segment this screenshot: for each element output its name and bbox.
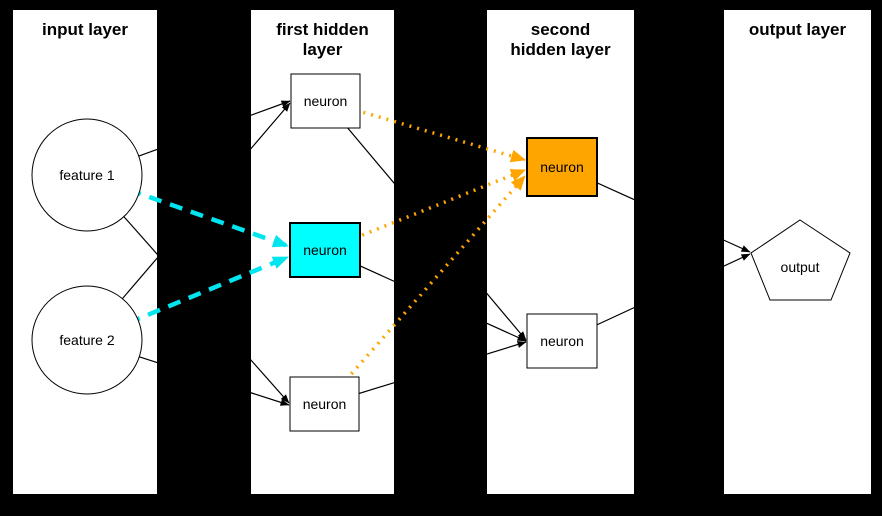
node-label-hidden2-bottom: neuron: [540, 333, 584, 349]
node-label-feature-1: feature 1: [59, 167, 114, 183]
node-hidden2-top: [526, 137, 598, 197]
node-feature-1: [31, 118, 143, 232]
edge-h1top-h2top: [324, 99, 526, 163]
node-hidden1-bottom: [289, 376, 360, 432]
node-label-hidden1-top: neuron: [304, 93, 348, 109]
node-label-hidden2-top: neuron: [540, 159, 584, 175]
edge-h1top-h2bottom: [324, 100, 527, 341]
node-hidden1-middle: [289, 222, 361, 278]
panel-input-layer: [13, 10, 157, 494]
node-feature-2: [31, 285, 143, 395]
edge-f1-h1middle: [86, 172, 289, 249]
node-label-hidden1-middle: neuron: [303, 242, 347, 258]
node-hidden2-bottom: [526, 313, 598, 369]
node-label-output: output: [781, 259, 820, 275]
node-output: [750, 219, 851, 301]
edge-f2-h1middle: [86, 254, 289, 343]
node-hidden1-top: [290, 73, 361, 129]
node-label-feature-2: feature 2: [59, 332, 114, 348]
panel-second-hidden-layer: [487, 10, 634, 494]
node-label-hidden1-bottom: neuron: [303, 396, 347, 412]
